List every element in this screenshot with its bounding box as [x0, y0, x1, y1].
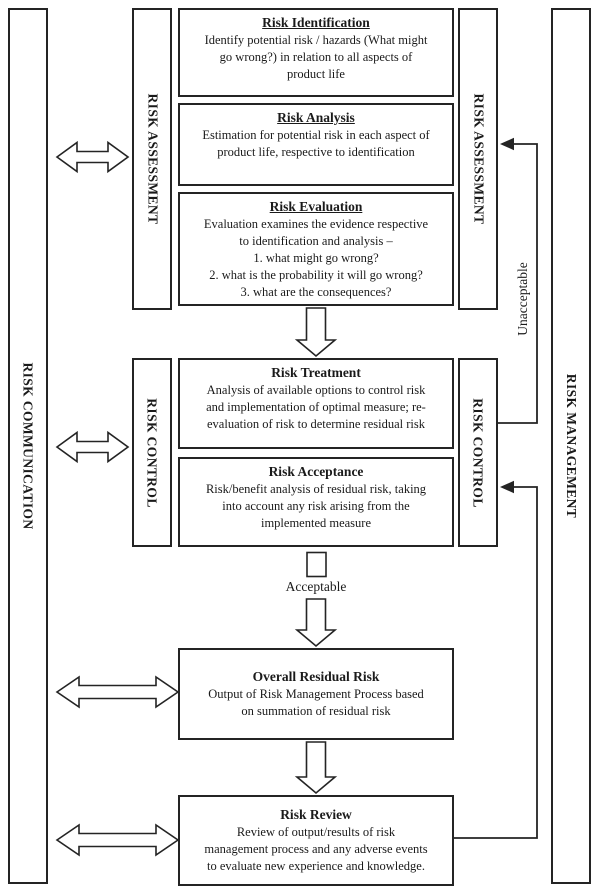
- risk-communication-label: RISK COMMUNICATION: [21, 362, 37, 530]
- risk-assessment-left-label: RISK ASSESSMENT: [145, 93, 160, 225]
- label-unacceptable: Unacceptable: [515, 262, 530, 336]
- feedback-line-unacceptable: [498, 143, 538, 424]
- double-arrow-communication-review-icon: [55, 823, 180, 857]
- feedback-arrowhead-unacceptable-icon: [500, 137, 514, 151]
- risk-identification-body: Identify potential risk / hazards (What …: [204, 33, 428, 81]
- box-risk-identification: Risk Identification Identify potential r…: [178, 8, 454, 97]
- risk-review-title: Risk Review: [280, 807, 352, 822]
- risk-evaluation-title: Risk Evaluation: [269, 199, 363, 214]
- risk-treatment-body: Analysis of available options to control…: [206, 383, 426, 431]
- box-risk-analysis: Risk Analysis Estimation for potential r…: [178, 103, 454, 186]
- box-risk-review: Risk Review Review of output/results of …: [178, 795, 454, 886]
- double-arrow-communication-control-icon: [55, 430, 130, 464]
- risk-assessment-right-label: RISK ASSESSMENT: [471, 93, 486, 225]
- box-risk-acceptance: Risk Acceptance Risk/benefit analysis of…: [178, 457, 454, 547]
- risk-acceptance-body: Risk/benefit analysis of residual risk, …: [205, 482, 427, 530]
- bar-risk-assessment-left: RISK ASSESSMENT: [132, 8, 172, 310]
- down-arrow-acceptable-to-residual-icon: [294, 598, 338, 648]
- sidebar-risk-management: RISK MANAGEMENT: [551, 8, 591, 884]
- risk-review-body: Review of output/results of risk managem…: [204, 825, 428, 873]
- bar-risk-control-left: RISK CONTROL: [132, 358, 172, 547]
- risk-control-left-label: RISK CONTROL: [145, 397, 161, 508]
- acceptable-arrow-tail-icon: [306, 551, 327, 578]
- box-overall-residual-risk: Overall Residual Risk Output of Risk Man…: [178, 648, 454, 740]
- risk-analysis-body: Estimation for potential risk in each as…: [202, 128, 430, 159]
- risk-identification-title: Risk Identification: [262, 15, 370, 30]
- feedback-line-review-to-control: [454, 486, 538, 839]
- risk-control-right-label: RISK CONTROL: [471, 397, 487, 508]
- box-risk-treatment: Risk Treatment Analysis of available opt…: [178, 358, 454, 449]
- risk-management-label: RISK MANAGEMENT: [564, 373, 580, 519]
- bar-risk-control-right: RISK CONTROL: [458, 358, 498, 547]
- box-risk-evaluation: Risk Evaluation Evaluation examines the …: [178, 192, 454, 306]
- risk-acceptance-title: Risk Acceptance: [268, 464, 364, 479]
- sidebar-risk-communication: RISK COMMUNICATION: [8, 8, 48, 884]
- risk-evaluation-body: Evaluation examines the evidence respect…: [203, 217, 429, 299]
- down-arrow-residual-to-review-icon: [294, 741, 338, 795]
- risk-treatment-title: Risk Treatment: [271, 365, 361, 380]
- risk-analysis-title: Risk Analysis: [277, 110, 355, 125]
- feedback-arrowhead-review-icon: [500, 480, 514, 494]
- overall-residual-risk-title: Overall Residual Risk: [252, 669, 380, 684]
- double-arrow-communication-assessment-icon: [55, 140, 130, 174]
- double-arrow-communication-residual-icon: [55, 675, 180, 709]
- bar-risk-assessment-right: RISK ASSESSMENT: [458, 8, 498, 310]
- down-arrow-evaluation-to-treatment-icon: [294, 307, 338, 358]
- label-acceptable: Acceptable: [285, 579, 347, 594]
- overall-residual-risk-body: Output of Risk Management Process based …: [208, 687, 424, 718]
